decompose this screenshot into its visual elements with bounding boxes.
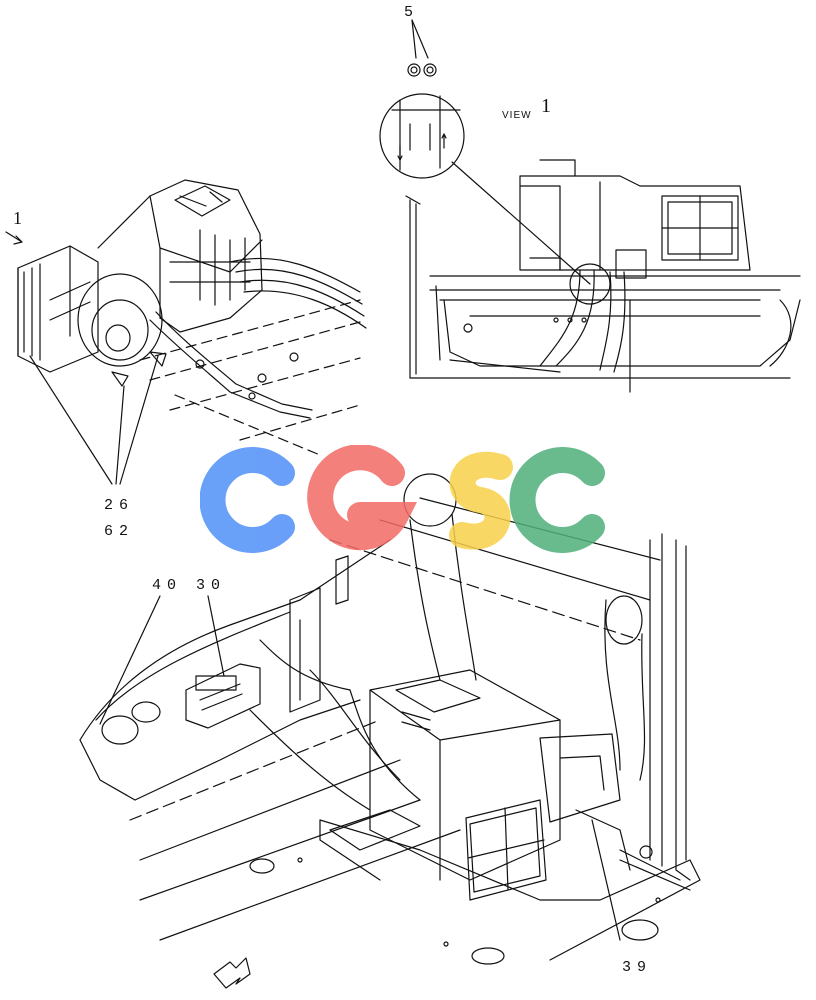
callout-1-left: 1 bbox=[13, 208, 25, 228]
cab-assembly-bottom bbox=[79, 473, 701, 989]
callout-30: 30 bbox=[196, 577, 227, 594]
callout-5: 5 bbox=[404, 4, 417, 21]
callout-62: 62 bbox=[104, 523, 135, 540]
view-id: 1 bbox=[541, 95, 554, 117]
callout-40: 40 bbox=[152, 577, 183, 594]
view-1-assembly bbox=[379, 19, 801, 393]
cgsc-watermark-logo bbox=[200, 445, 605, 553]
view-label: VIEW bbox=[502, 110, 532, 121]
logo-letter-c1 bbox=[200, 447, 295, 553]
callout-26: 26 bbox=[104, 497, 135, 514]
logo-letter-g bbox=[307, 445, 418, 551]
heater-unit-top-left bbox=[5, 179, 367, 485]
callout-39: 39 bbox=[622, 959, 653, 976]
logo-letter-c2 bbox=[509, 447, 605, 553]
logo-letter-s bbox=[449, 451, 513, 550]
